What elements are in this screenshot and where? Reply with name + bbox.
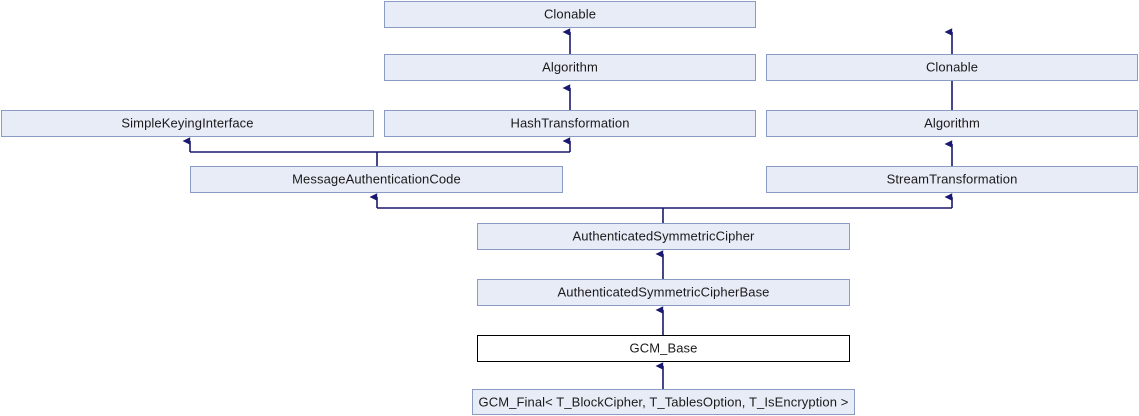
class-node-label: SimpleKeyingInterface [121,115,254,131]
class-node-algorithm-left[interactable]: Algorithm [384,54,756,81]
class-node-label: MessageAuthenticationCode [292,171,461,187]
class-node-label: GCM_Final< T_BlockCipher, T_TablesOption… [478,394,849,409]
class-node-algorithm-right[interactable]: Algorithm [766,110,1138,137]
class-node-label: AuthenticatedSymmetricCipher [572,228,755,244]
class-node-label: Algorithm [924,115,980,131]
class-node-label: GCM_Base [629,340,698,356]
class-node-clonable-right[interactable]: Clonable [766,54,1138,81]
class-node-authenticatedsymmetriccipherbase[interactable]: AuthenticatedSymmetricCipherBase [477,279,850,306]
class-node-streamtransformation[interactable]: StreamTransformation [766,166,1138,193]
class-node-label: Clonable [925,59,979,75]
class-node-hashtransformation[interactable]: HashTransformation [384,110,756,137]
class-node-authenticatedsymmetriccipher[interactable]: AuthenticatedSymmetricCipher [477,223,850,250]
class-node-label: Clonable [543,6,597,22]
class-node-label: StreamTransformation [886,171,1018,187]
class-node-gcm-final[interactable]: GCM_Final< T_BlockCipher, T_TablesOption… [472,389,855,415]
class-node-clonable-top[interactable]: Clonable [384,1,756,28]
class-node-simplekeyinginterface[interactable]: SimpleKeyingInterface [1,110,374,137]
class-node-gcm-base[interactable]: GCM_Base [477,335,850,362]
class-node-label: HashTransformation [510,115,630,131]
class-node-messageauthenticationcode[interactable]: MessageAuthenticationCode [190,166,563,193]
class-node-label: Algorithm [542,59,598,75]
class-node-label: AuthenticatedSymmetricCipherBase [557,284,770,300]
